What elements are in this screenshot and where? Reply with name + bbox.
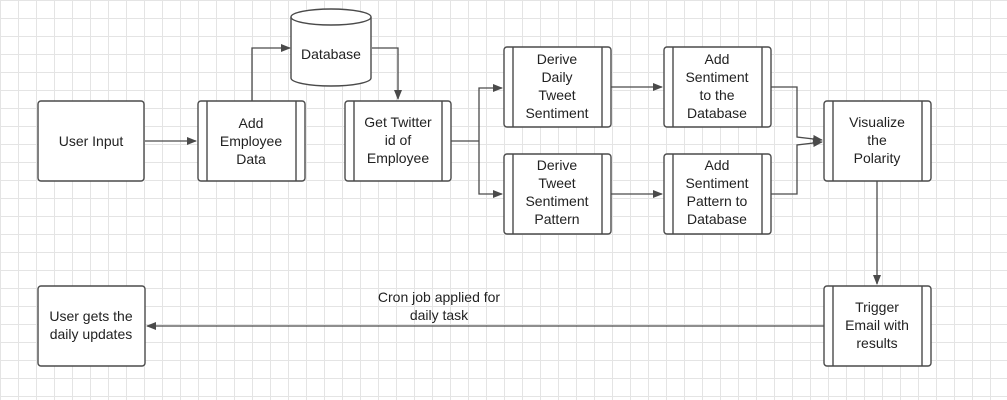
- connectors: [145, 44, 881, 330]
- label-line: Sentiment: [685, 69, 748, 85]
- label-line: Add: [239, 115, 264, 131]
- label-line: Visualize: [849, 114, 905, 130]
- label-line: results: [856, 335, 897, 351]
- label-line: Get Twitter: [364, 114, 432, 130]
- label-line: Employee: [367, 150, 429, 166]
- node-user-gets-updates[interactable]: User gets the daily updates: [37, 285, 146, 367]
- node-user-input[interactable]: User Input: [37, 100, 145, 182]
- label-line: Sentiment: [525, 193, 588, 209]
- node-label: User Input: [59, 133, 124, 149]
- label-line: Pattern to: [687, 193, 748, 209]
- label-line: Cron job applied for: [378, 289, 501, 305]
- arrow-database-to-gettwitterid: [372, 47, 402, 100]
- label-line: Email with: [845, 317, 909, 333]
- arrow-addsentiment-to-visualize: [771, 86, 823, 143]
- node-get-twitter-id[interactable]: Get Twitter id of Employee: [344, 100, 452, 182]
- label-line: Database: [687, 211, 747, 227]
- arrow-branch-to-derivedaily: [478, 84, 503, 141]
- label-line: Pattern: [534, 211, 579, 227]
- node-label: Database: [301, 46, 361, 62]
- label-line: the: [867, 132, 887, 148]
- cron-job-annotation: Cron job applied for daily task: [378, 289, 501, 323]
- arrow-branch-to-derivepattern: [478, 141, 503, 198]
- label-line: Derive: [537, 157, 578, 173]
- label-line: Tweet: [538, 175, 575, 191]
- node-label: Get Twitter id of Employee: [364, 114, 432, 166]
- label-line: Add: [705, 157, 730, 173]
- label-line: Daily: [541, 69, 572, 85]
- arrow-addpattern-to-visualize: [771, 139, 823, 195]
- label-line: Polarity: [854, 150, 901, 166]
- label-line: Employee: [220, 133, 282, 149]
- label-line: Add: [705, 51, 730, 67]
- label-line: daily updates: [50, 326, 133, 342]
- label-line: Database: [301, 46, 361, 62]
- label-line: Tweet: [538, 87, 575, 103]
- label-line: Derive: [537, 51, 578, 67]
- label-line: Sentiment: [525, 105, 588, 121]
- label-line: Trigger: [855, 299, 899, 315]
- label-line: id of: [385, 132, 412, 148]
- arrow-addemployee-to-database: [251, 44, 291, 101]
- label-line: Data: [236, 151, 266, 167]
- node-label: User gets the daily updates: [49, 308, 132, 342]
- label-line: Database: [687, 105, 747, 121]
- label-line: to the: [699, 87, 734, 103]
- node-database[interactable]: Database: [290, 8, 372, 87]
- label-line: User gets the: [49, 308, 132, 324]
- label-line: User Input: [59, 133, 124, 149]
- label-line: Sentiment: [685, 175, 748, 191]
- label-line: daily task: [410, 307, 469, 323]
